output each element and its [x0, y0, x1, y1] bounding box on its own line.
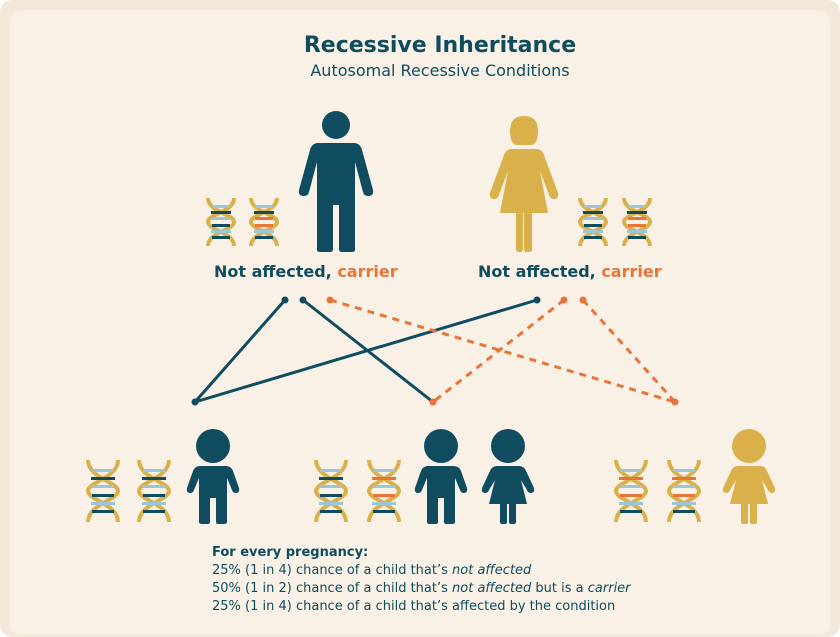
dna-carrier-icon — [666, 459, 702, 523]
dna-normal-icon — [85, 459, 121, 523]
dot — [326, 296, 334, 304]
dot — [299, 296, 307, 304]
footer-line-2: 50% (1 in 2) chance of a child that’s no… — [212, 580, 631, 598]
footer-lead: For every pregnancy: — [212, 545, 369, 560]
male-parent-icon — [298, 111, 374, 252]
page-subtitle: Autosomal Recessive Conditions — [310, 61, 570, 80]
dna-carrier-icon — [621, 197, 653, 247]
dot — [671, 398, 679, 406]
dot — [533, 296, 541, 304]
female-parent-icon — [489, 116, 559, 252]
boy-icon — [186, 429, 240, 524]
page-title: Recessive Inheritance — [303, 33, 577, 58]
dna-normal-icon — [205, 197, 237, 247]
right-parent-label: Not affected, carrier — [478, 262, 662, 281]
dna-normal-icon — [577, 197, 609, 247]
dot — [191, 398, 199, 406]
dashed-right-to-child3 — [581, 298, 677, 404]
girl-icon — [722, 429, 776, 524]
left-parent-status: Not affected, — [214, 262, 332, 281]
dot — [281, 296, 289, 304]
footer-line-1-text: 25% (1 in 4) chance of a child that’s — [212, 563, 453, 578]
left-parent-label: Not affected, carrier — [214, 262, 398, 281]
probability-notes: For every pregnancy: 25% (1 in 4) chance… — [212, 544, 631, 616]
boy-icon — [414, 429, 468, 524]
dashed-left-to-child3 — [329, 298, 676, 404]
dna-normal-icon — [313, 459, 349, 523]
footer-line-1-emphasis: not affected — [452, 563, 532, 578]
infographic-panel — [10, 10, 830, 635]
dot — [429, 398, 437, 406]
dot — [579, 296, 587, 304]
line-left-to-child2 — [302, 298, 434, 404]
footer-line-3: 25% (1 in 4) chance of a child that’s af… — [212, 599, 616, 614]
right-parent-carrier: carrier — [601, 262, 662, 281]
footer-line-2-emphasis: not affected — [452, 581, 532, 596]
girl-icon — [481, 429, 535, 524]
footer-line-2-mid: but is a — [531, 581, 588, 596]
dashed-right-to-child2 — [432, 298, 565, 404]
footer-line-2-text: 50% (1 in 2) chance of a child that’s — [212, 581, 453, 596]
dot — [560, 296, 568, 304]
dna-carrier-icon — [248, 197, 280, 247]
footer-line-2-emphasis-2: carrier — [587, 581, 631, 596]
line-left-to-child1 — [193, 299, 287, 403]
dna-carrier-icon — [366, 459, 402, 523]
footer-line-1: 25% (1 in 4) chance of a child that’s no… — [212, 562, 631, 580]
dna-normal-icon — [136, 459, 172, 523]
left-parent-carrier: carrier — [337, 262, 398, 281]
right-parent-status: Not affected, — [478, 262, 596, 281]
dna-carrier-icon — [613, 459, 649, 523]
